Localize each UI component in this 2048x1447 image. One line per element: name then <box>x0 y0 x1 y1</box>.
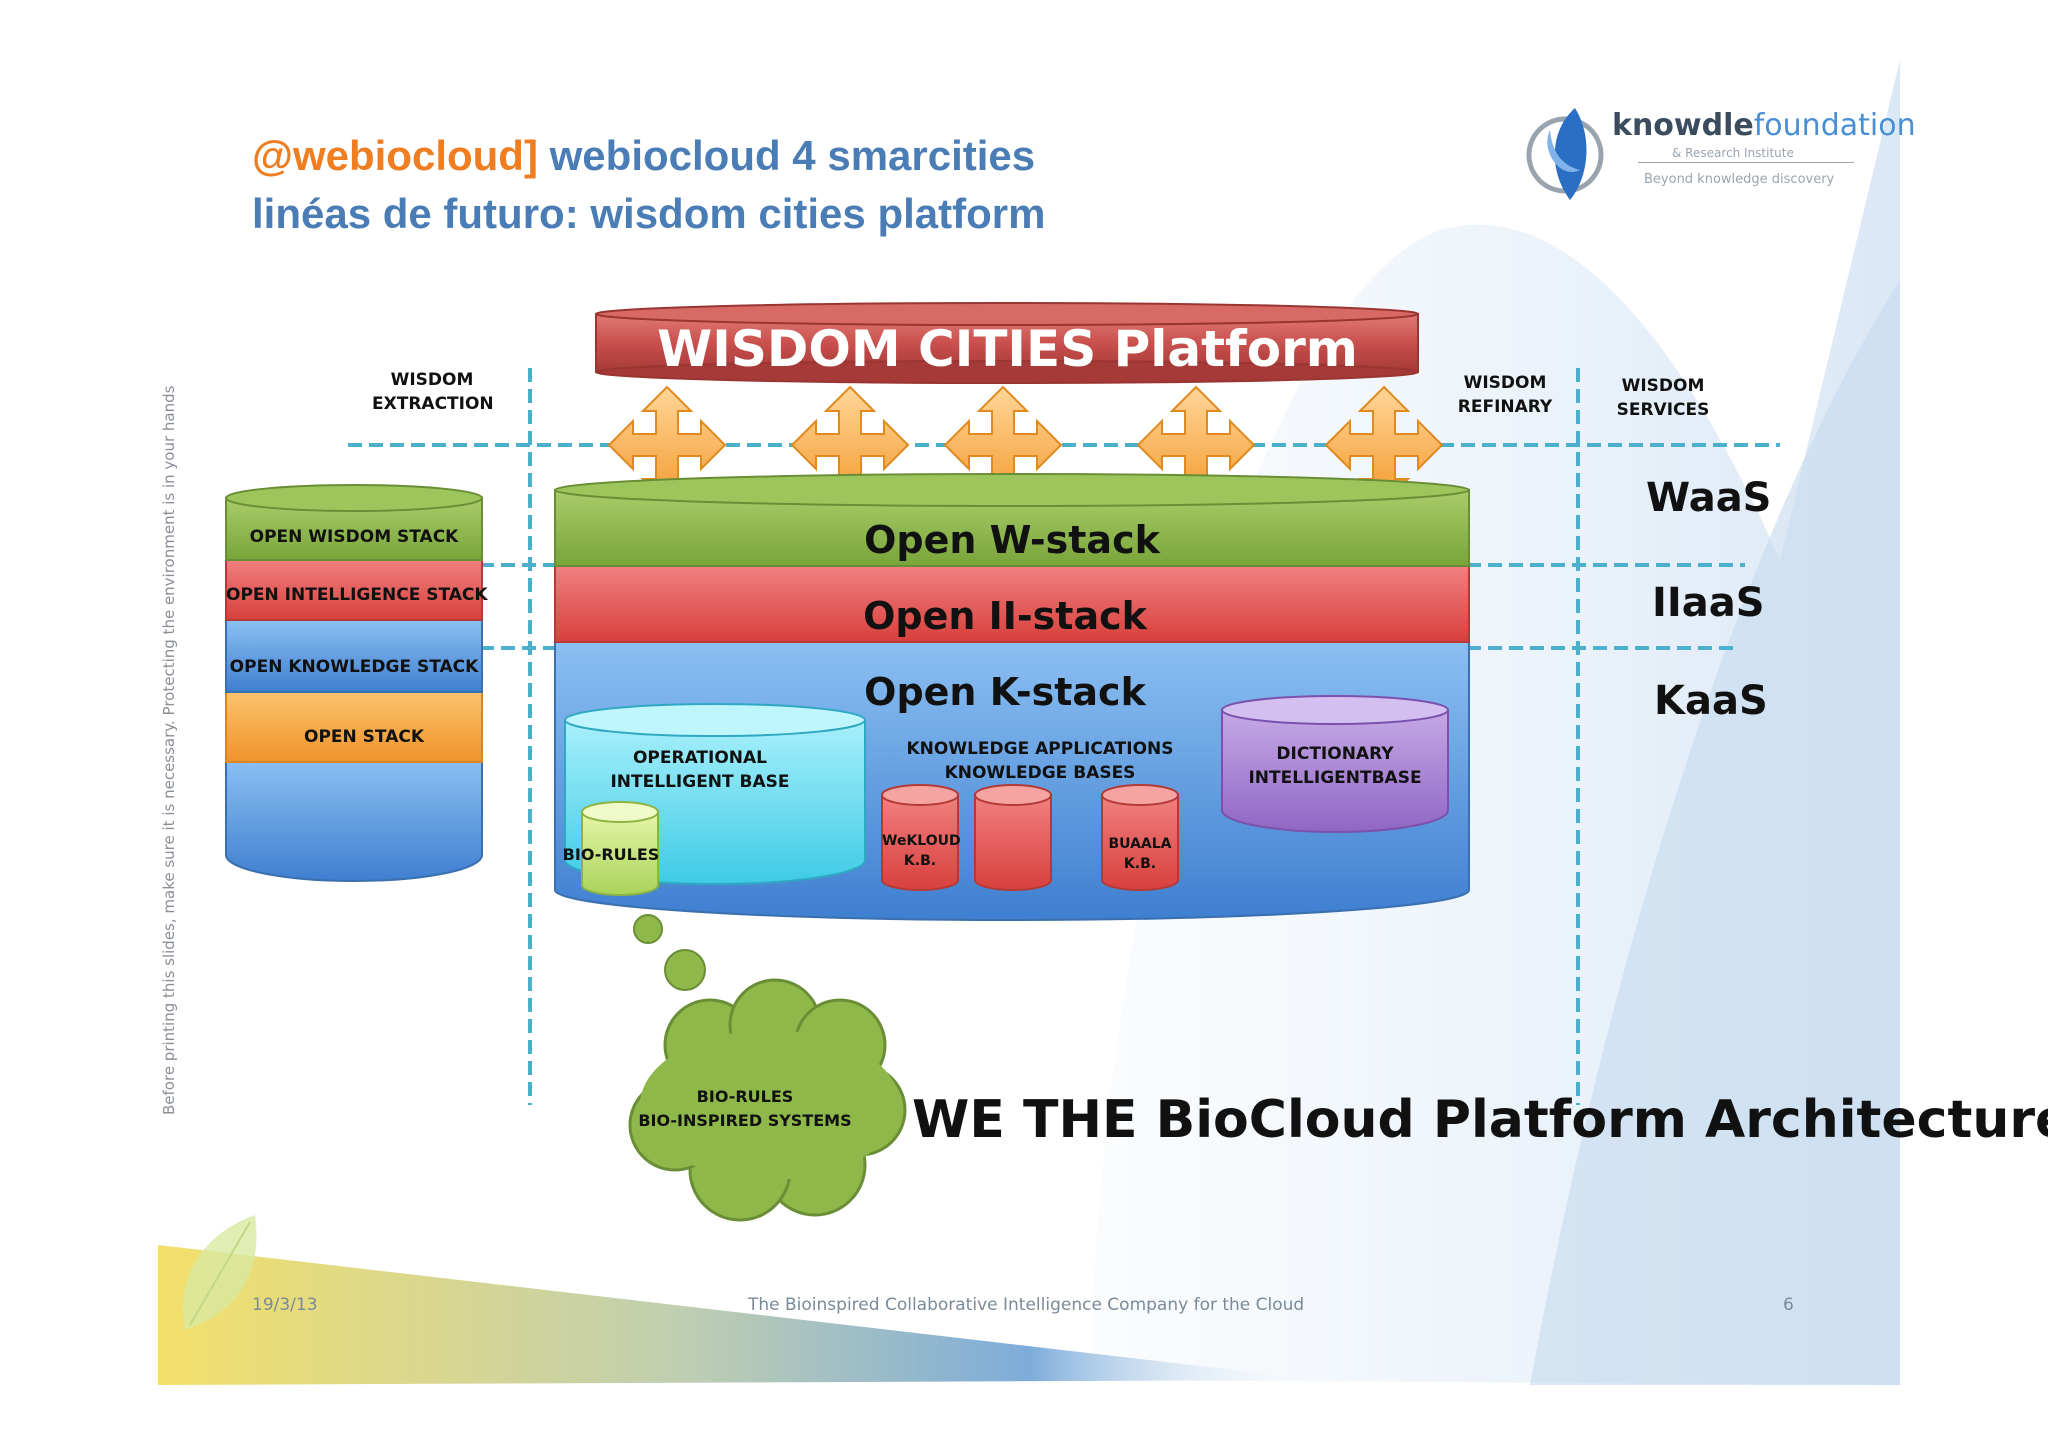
thought-cloud <box>628 914 907 1222</box>
left-stack-knowledge: OPEN KNOWLEDGE STACK <box>229 657 479 677</box>
footer-company: The Bioinspired Collaborative Intelligen… <box>748 1295 1305 1315</box>
logo-name-light: foundation <box>1753 108 1916 143</box>
bio-rules-label: BIO-RULES <box>562 845 660 864</box>
footer-date: 19/3/13 <box>252 1295 318 1315</box>
service-iiaas: IIaaS <box>1652 580 1765 626</box>
left-stack-intelligence: OPEN INTELLIGENCE STACK <box>226 585 488 605</box>
service-kaas: KaaS <box>1654 678 1768 724</box>
logo-sub2: Beyond knowledge discovery <box>1644 172 1835 187</box>
slide-subtitle: linéas de futuro: wisdom cities platform <box>252 190 1046 237</box>
knowdle-logo-icon <box>1526 108 1604 200</box>
knowdle-logo: knowdlefoundation & Research Institute B… <box>1520 100 1916 210</box>
main-stack-k: Open K-stack <box>864 670 1146 714</box>
main-stack-cylinder <box>554 473 1470 921</box>
title-text: webiocloud 4 smarcities <box>537 132 1036 179</box>
architecture-caption: WE THE BioCloud Platform Architecture <box>912 1090 2048 1150</box>
handle-text: @webiocloud <box>252 132 524 179</box>
left-stack-wisdom: OPEN WISDOM STACK <box>249 527 459 547</box>
main-stack-ii: Open II-stack <box>863 594 1147 638</box>
footer-page-number: 6 <box>1783 1295 1794 1315</box>
slide-title: @webiocloud] webiocloud 4 smarcities <box>252 132 1035 180</box>
platform-label: WISDOM CITIES Platform <box>657 320 1358 378</box>
logo-name-bold: knowdle <box>1612 108 1754 143</box>
main-stack-w: Open W-stack <box>864 518 1160 562</box>
left-stack-cylinder <box>225 484 483 882</box>
bracket-text: ] <box>523 132 538 179</box>
left-stack-open: OPEN STACK <box>304 727 424 747</box>
logo-divider <box>1638 162 1854 163</box>
platform-cylinder <box>595 302 1419 384</box>
service-waas: WaaS <box>1646 475 1772 521</box>
logo-sub1: & Research Institute <box>1672 146 1794 160</box>
